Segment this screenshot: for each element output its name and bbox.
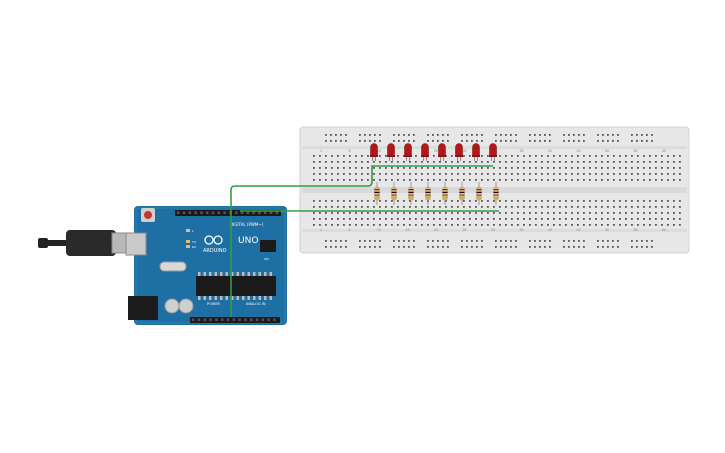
column-number: 50 — [605, 228, 609, 232]
led[interactable] — [387, 143, 395, 162]
column-number: 60 — [662, 149, 666, 153]
tx-label: TX — [191, 240, 196, 244]
column-number: 25 — [463, 228, 467, 232]
analog-label: ANALOG IN — [246, 302, 266, 306]
power-label: POWER — [207, 302, 221, 306]
column-number: 55 — [634, 228, 638, 232]
led[interactable] — [472, 143, 480, 162]
column-number: 15 — [406, 228, 410, 232]
column-number: 10 — [377, 149, 381, 153]
atmega-chip — [196, 276, 276, 296]
capacitor-2 — [178, 298, 194, 314]
resistor-array[interactable] — [374, 182, 499, 205]
usb-port — [125, 232, 147, 256]
arduino-board[interactable]: DIGITAL (PWM~) ARDUINO UNO POWER ANALOG … — [125, 206, 287, 325]
resistor[interactable] — [391, 182, 397, 205]
column-number: 1 — [320, 149, 322, 153]
header-pins — [177, 211, 279, 321]
resistor[interactable] — [493, 182, 499, 205]
on-label: ON — [264, 257, 269, 261]
column-number: 10 — [377, 228, 381, 232]
digital-header[interactable] — [175, 210, 281, 216]
wires[interactable] — [230, 165, 499, 317]
reset-button-cap — [144, 211, 152, 219]
capacitor-1 — [164, 298, 180, 314]
l-led — [186, 229, 190, 232]
resistor[interactable] — [459, 182, 465, 205]
column-number: 40 — [548, 228, 552, 232]
column-number: 25 — [463, 149, 467, 153]
resistor[interactable] — [442, 182, 448, 205]
led[interactable] — [455, 143, 463, 162]
column-number: 45 — [577, 228, 581, 232]
resistor[interactable] — [476, 182, 482, 205]
resistor[interactable] — [408, 182, 414, 205]
icsp-header — [260, 240, 276, 252]
resistor[interactable] — [374, 182, 380, 205]
power-jack — [128, 296, 158, 320]
led[interactable] — [421, 143, 429, 162]
column-number: 45 — [577, 149, 581, 153]
column-number: 20 — [434, 149, 438, 153]
led-array[interactable] — [370, 143, 497, 162]
breadboard-holes — [313, 134, 681, 248]
column-number: 55 — [634, 149, 638, 153]
rx-led — [186, 245, 190, 248]
column-number: 30 — [491, 228, 495, 232]
led[interactable] — [370, 143, 378, 162]
l-label: L — [192, 229, 194, 233]
led[interactable] — [489, 143, 497, 162]
column-number: 60 — [662, 228, 666, 232]
led[interactable] — [404, 143, 412, 162]
arduino-logo-icon — [204, 235, 223, 245]
column-number: 5 — [349, 149, 351, 153]
rx-label: RX — [192, 245, 196, 249]
column-number: 50 — [605, 149, 609, 153]
brand-label: ARDUINO — [203, 248, 227, 254]
column-number: 35 — [520, 149, 524, 153]
led[interactable] — [438, 143, 446, 162]
chip-pins — [198, 272, 272, 300]
wire-ground[interactable] — [230, 165, 493, 317]
tx-led — [186, 240, 190, 243]
resistor[interactable] — [425, 182, 431, 205]
column-number: 5 — [349, 228, 351, 232]
digital-label: DIGITAL (PWM~) — [230, 222, 264, 227]
model-label: UNO — [238, 236, 258, 246]
crystal — [159, 261, 187, 272]
column-number: 35 — [520, 228, 524, 232]
column-number: 40 — [548, 149, 552, 153]
column-number: 20 — [434, 228, 438, 232]
column-number: 1 — [320, 228, 322, 232]
